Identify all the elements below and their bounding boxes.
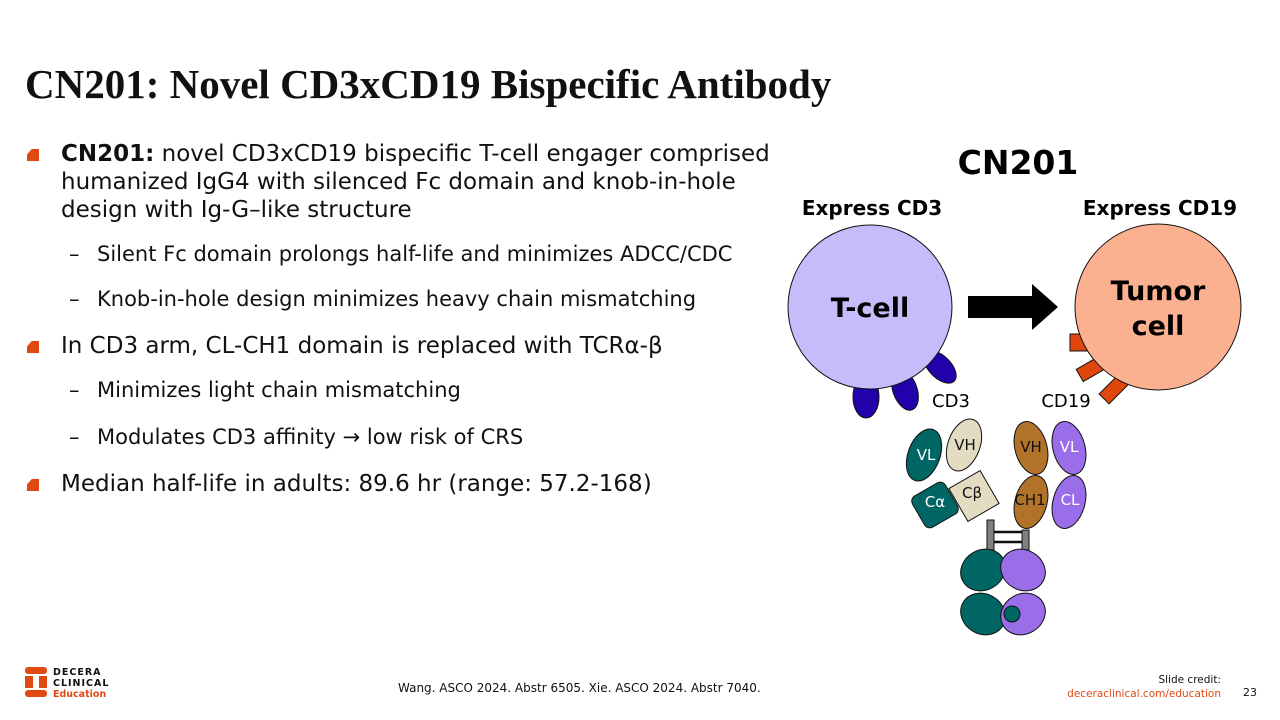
sub-bullet-text: Modulates CD3 affinity → low risk of CRS	[97, 425, 524, 449]
bullet-text: novel CD3xCD19 bispecific T-cell engager…	[61, 141, 770, 223]
logo-text: CLINICAL	[53, 678, 110, 689]
bullet-cn201: CN201: novel CD3xCD19 bispecific T-cell …	[25, 140, 785, 224]
domain-vl: VL	[1060, 438, 1079, 456]
domain-vh: VH	[954, 436, 976, 454]
domain-calpha: Cα	[925, 493, 945, 511]
domain-vl: VL	[917, 446, 936, 464]
bullet-list: CN201: novel CD3xCD19 bispecific T-cell …	[25, 140, 785, 516]
bullet-bold: CN201:	[61, 141, 155, 167]
tumor-cell	[1074, 223, 1242, 391]
slide-title: CN201: Novel CD3xCD19 Bispecific Antibod…	[25, 61, 832, 107]
tumor-label: Tumor	[1111, 276, 1206, 307]
tumor-label: cell	[1132, 311, 1185, 342]
domain-labels: VL VH Cα Cβ VH VL CH1 CL	[917, 436, 1080, 511]
bullet-marker-icon	[27, 341, 39, 353]
label-express-cd3: Express CD3	[802, 196, 942, 220]
sub-bullet: –Knob-in-hole design minimizes heavy cha…	[69, 287, 697, 311]
t-cell	[787, 224, 953, 390]
label-express-cd19: Express CD19	[1083, 196, 1237, 220]
bullet-cd3-arm: In CD3 arm, CL-CH1 domain is replaced wi…	[25, 332, 785, 360]
logo-icon	[25, 667, 47, 697]
domain-cl: CL	[1061, 491, 1080, 509]
sub-bullet-text: Minimizes light chain mismatching	[97, 378, 461, 402]
credit-label: Slide credit:	[1158, 674, 1221, 686]
bullet-marker-icon	[27, 149, 39, 161]
sub-bullet: –Modulates CD3 affinity → low risk of CR…	[69, 425, 524, 449]
bullet-text: In CD3 arm, CL-CH1 domain is replaced wi…	[61, 333, 663, 359]
sub-bullet: –Minimizes light chain mismatching	[69, 378, 461, 402]
bullet-text: Median half-life in adults: 89.6 hr (ran…	[61, 471, 652, 497]
citation: Wang. ASCO 2024. Abstr 6505. Xie. ASCO 2…	[398, 681, 761, 695]
arrow-icon	[968, 284, 1058, 330]
t-cell-label: T-cell	[831, 293, 909, 324]
slide-credit: Slide credit: deceraclinical.com/educatio…	[1067, 673, 1221, 701]
domain-vh: VH	[1020, 438, 1042, 456]
cd19-label: CD19	[1041, 391, 1090, 412]
cd3-label: CD3	[932, 391, 970, 412]
logo-text: Education	[53, 689, 107, 700]
bullet-marker-icon	[27, 479, 39, 491]
page-number: 23	[1243, 686, 1257, 699]
antibody	[905, 418, 1087, 636]
credit-link[interactable]: deceraclinical.com/education	[1067, 688, 1221, 700]
sub-bullet: –Silent Fc domain prolongs half-life and…	[69, 242, 733, 266]
bullet-half-life: Median half-life in adults: 89.6 hr (ran…	[25, 470, 785, 498]
sub-bullet-text: Silent Fc domain prolongs half-life and …	[97, 242, 733, 266]
domain-ch1: CH1	[1014, 491, 1045, 509]
logo-text: DECERA	[53, 667, 102, 678]
diagram-heading: CN201	[958, 143, 1079, 182]
domain-cbeta: Cβ	[962, 484, 982, 502]
sub-bullet-text: Knob-in-hole design minimizes heavy chai…	[97, 287, 697, 311]
